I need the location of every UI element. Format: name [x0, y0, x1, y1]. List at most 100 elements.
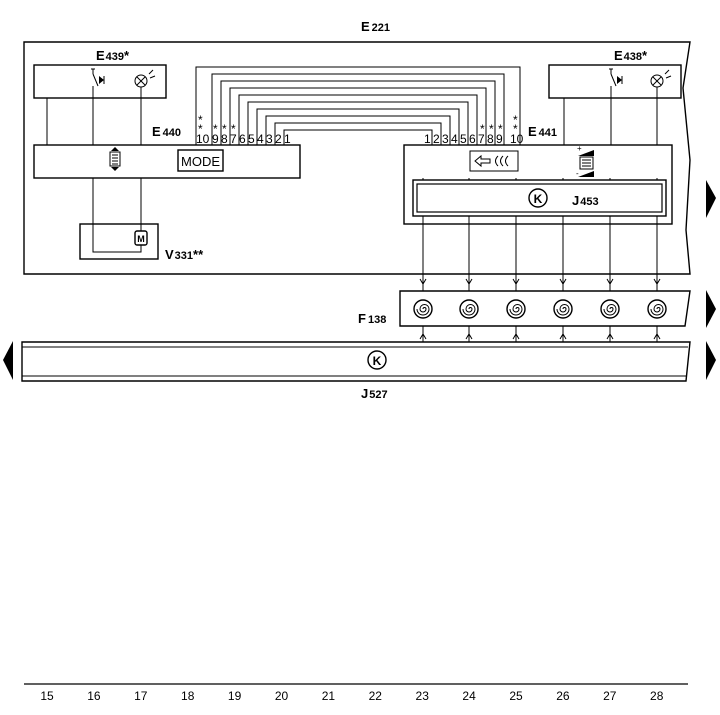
- pin-number: 4: [451, 132, 458, 146]
- wire-arrow: [653, 333, 661, 340]
- pin-number: 2: [275, 132, 282, 146]
- pin-number: 2: [433, 132, 440, 146]
- pin-mark: *: [198, 122, 203, 136]
- v331-label: V331**: [165, 247, 204, 262]
- pin-mark: *: [513, 113, 518, 127]
- e438-box: [548, 64, 682, 99]
- pin-number: 10: [510, 132, 524, 146]
- svg-text:K: K: [534, 192, 543, 206]
- e438-label: E438*: [614, 48, 648, 63]
- pin-number: 3: [442, 132, 449, 146]
- connector-arrow-icon: [706, 180, 716, 218]
- motor-wires: [92, 178, 142, 253]
- j527-label: J527: [361, 386, 388, 401]
- grid-number: 16: [87, 689, 101, 703]
- grid-number: 17: [134, 689, 148, 703]
- motor-icon: M: [134, 230, 148, 246]
- e440-box: [33, 144, 301, 179]
- wire-arrow: [606, 278, 614, 285]
- pin-number: 10: [196, 132, 210, 146]
- j453-symbol-icon: K: [528, 188, 548, 208]
- connector-arrow-icon: [3, 341, 13, 380]
- pin-mark: *: [198, 113, 203, 127]
- pin-number: 5: [248, 132, 255, 146]
- pin-number: 1: [424, 132, 431, 146]
- j527-strip: [21, 341, 691, 382]
- wire-arrow: [559, 333, 567, 340]
- pin-number: 7: [230, 132, 237, 146]
- pin-mark: *: [489, 122, 494, 136]
- e441-pins: 1 2 3 4 5 6 7 8 9 10 * * * * *: [424, 113, 524, 146]
- switch-icon: [91, 68, 105, 87]
- wiring-harness: [195, 66, 521, 145]
- wire-arrow: [512, 333, 520, 340]
- signal-wires: [419, 178, 661, 347]
- grid-number: 27: [603, 689, 617, 703]
- j453-module-inner: [416, 183, 663, 213]
- pin-number: 9: [496, 132, 503, 146]
- grid-number: 22: [369, 689, 383, 703]
- grid-number: 15: [40, 689, 54, 703]
- svg-text:K: K: [373, 354, 382, 368]
- connector-arrow-icon: [706, 341, 716, 380]
- switch-icon: [609, 68, 623, 87]
- cruise-control-icon: [469, 150, 519, 172]
- clock-spring-icon: [413, 299, 433, 319]
- grid-number: 20: [275, 689, 289, 703]
- svg-text:-: -: [576, 169, 579, 178]
- wire-arrow: [419, 333, 427, 340]
- clock-spring-icon: [647, 299, 667, 319]
- grid-number: 18: [181, 689, 195, 703]
- clock-springs: [413, 299, 667, 319]
- grid-number: 19: [228, 689, 242, 703]
- grid-number: 26: [556, 689, 570, 703]
- pin-number: 3: [266, 132, 273, 146]
- scroll-icon: [109, 147, 121, 171]
- e439-label: E439*: [96, 48, 130, 63]
- svg-text:+: +: [577, 144, 582, 153]
- scroll-icon: + -: [576, 144, 594, 178]
- clock-spring-icon: [553, 299, 573, 319]
- wire-arrow: [512, 278, 520, 285]
- clock-spring-icon: [600, 299, 620, 319]
- f138-strip: [399, 290, 691, 327]
- wire-arrow: [606, 333, 614, 340]
- e440-pins: 10 9 8 7 6 5 4 3 2 1 * * * * *: [196, 113, 291, 146]
- pin-number: 9: [212, 132, 219, 146]
- clock-spring-icon: [459, 299, 479, 319]
- grid-number: 28: [650, 689, 664, 703]
- wire-arrow: [419, 278, 427, 285]
- mode-button: [177, 149, 224, 172]
- connector-arrow-icon: [706, 290, 716, 328]
- grid-number: 24: [462, 689, 476, 703]
- mode-button-label: MODE: [181, 154, 220, 169]
- wire-arrow: [653, 278, 661, 285]
- svg-text:M: M: [137, 234, 145, 244]
- pin-mark: *: [222, 122, 227, 136]
- wire-arrow: [465, 333, 473, 340]
- pin-mark: *: [480, 122, 485, 136]
- pin-number: 8: [221, 132, 228, 146]
- pin-mark: *: [231, 122, 236, 136]
- pin-number: 7: [478, 132, 485, 146]
- pin-number: 4: [257, 132, 264, 146]
- pin-number: 8: [487, 132, 494, 146]
- pin-number: 5: [460, 132, 467, 146]
- pin-number: 6: [469, 132, 476, 146]
- pin-number: 6: [239, 132, 246, 146]
- wire-arrow: [465, 278, 473, 285]
- j527-symbol-icon: K: [367, 350, 387, 370]
- grid-number: 23: [416, 689, 430, 703]
- wire-arrow: [559, 278, 567, 285]
- grid-number: 21: [322, 689, 336, 703]
- clock-spring-icon: [506, 299, 526, 319]
- j453-label: J453: [572, 193, 599, 208]
- pin-number: 1: [284, 132, 291, 146]
- e438-wires: [563, 86, 658, 145]
